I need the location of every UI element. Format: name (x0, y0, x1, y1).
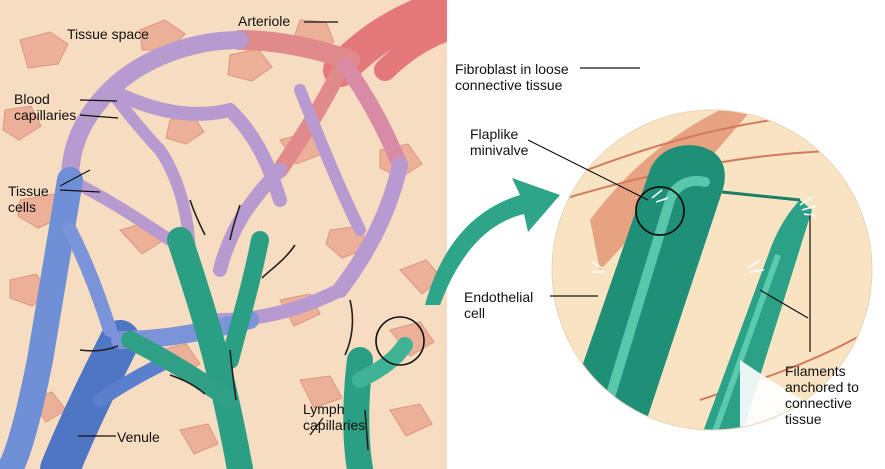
label-fibroblast: Fibroblast in loose connective tissue (455, 61, 569, 93)
tissue-panel (0, 0, 447, 469)
label-venule: Venule (117, 429, 160, 445)
label-tissue-space: Tissue space (67, 26, 149, 42)
label-lymph-capillaries: Lymph capillaries (303, 401, 365, 433)
label-arteriole: Arteriole (238, 13, 290, 29)
label-flaplike-minivalve: Flaplike minivalve (470, 126, 528, 158)
label-blood-capillaries: Blood capillaries (14, 91, 76, 123)
label-tissue-cells: Tissue cells (8, 183, 49, 215)
label-endothelial-cell: Endothelial cell (464, 289, 533, 321)
label-filaments: Filaments anchored to connective tissue (785, 363, 859, 427)
